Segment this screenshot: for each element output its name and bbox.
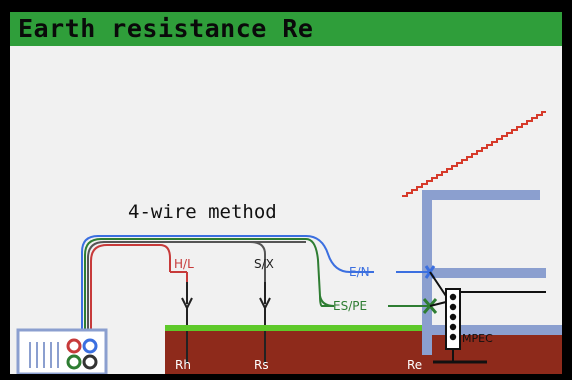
instrument-screen: Earth resistance Re MPEC [10, 12, 562, 374]
ground-label-re: Re [407, 358, 422, 372]
lead-espe [305, 238, 447, 314]
screen-title: Earth resistance Re [10, 12, 562, 46]
lead-label-sx: S/X [254, 257, 274, 271]
method-label: 4-wire method [128, 201, 277, 223]
instrument-icon [16, 328, 108, 374]
building [422, 190, 562, 355]
wiring-diagram: MPEC [16, 111, 562, 374]
ground-label-rh: Rh [175, 358, 191, 372]
lead-sx [249, 241, 271, 364]
lead-hl [170, 271, 193, 364]
lead-label-espe: ES/PE [333, 299, 367, 313]
mpec-terminal-bar [433, 288, 487, 364]
lead-label-en: E/N [349, 265, 370, 279]
mpec-label: MPEC [462, 332, 493, 345]
lead-label-hl: H/L [174, 257, 194, 271]
grass-strip [165, 325, 423, 331]
ground-label-rs: Rs [254, 358, 269, 372]
cable-bundle [81, 235, 306, 336]
lead-en [305, 235, 447, 297]
roof [402, 111, 546, 197]
